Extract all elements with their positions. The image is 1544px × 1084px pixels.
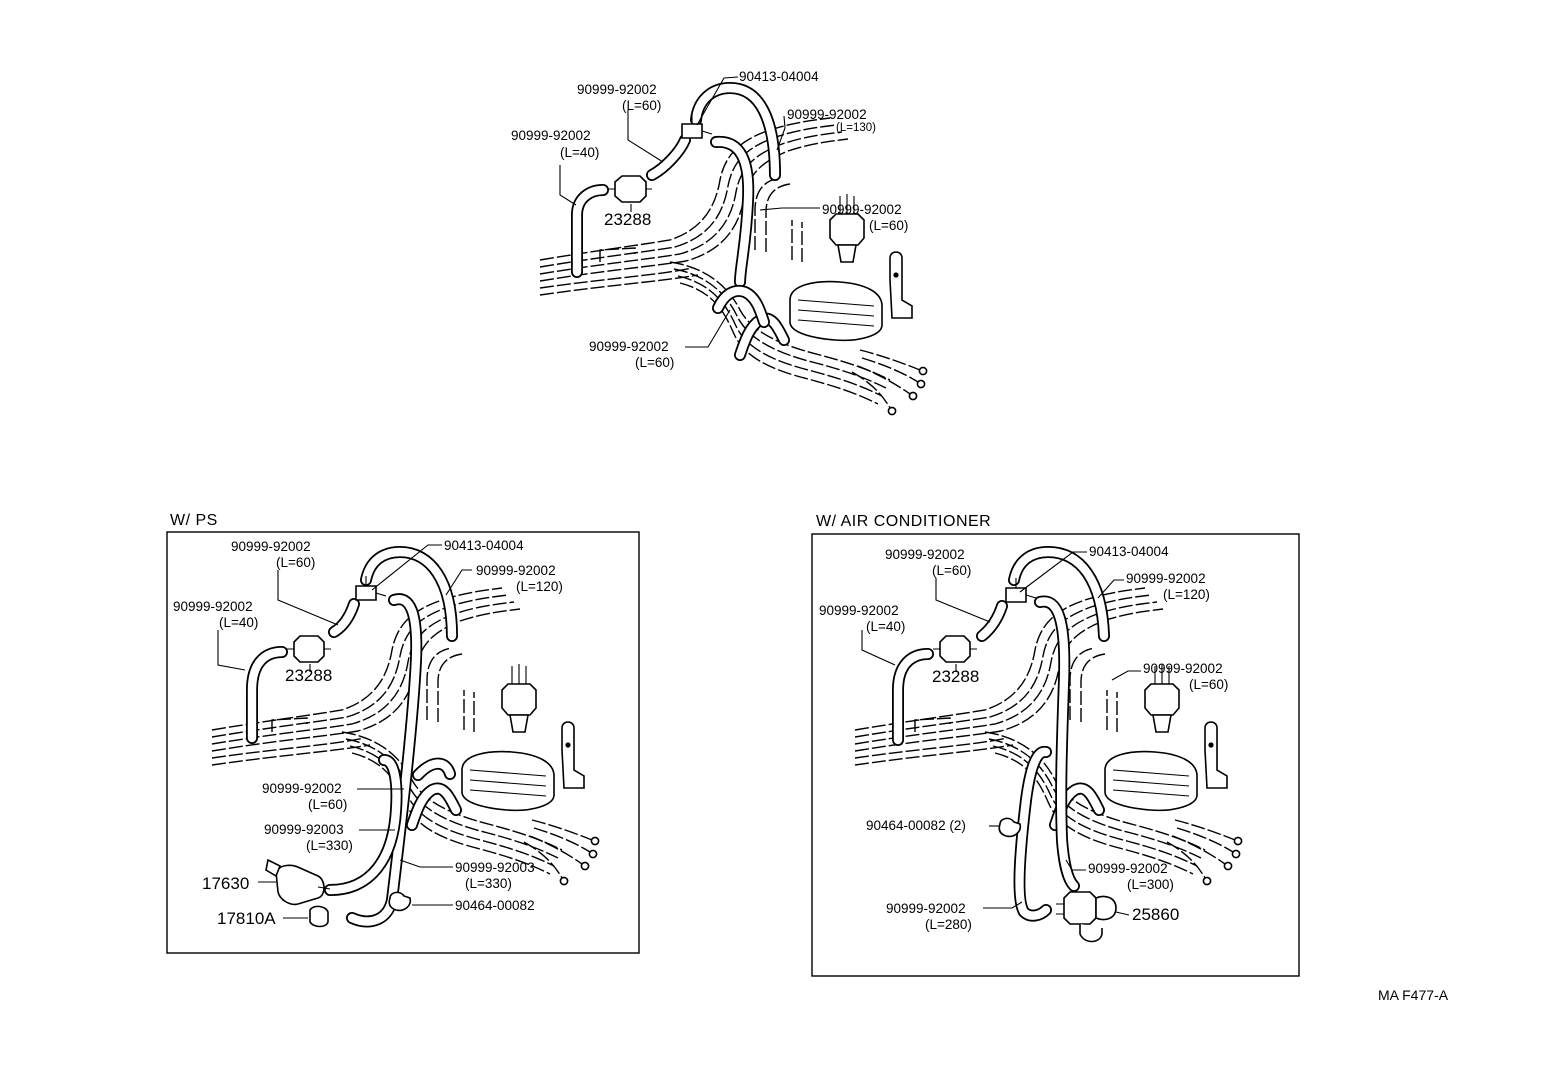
label-length: (L=330) bbox=[306, 838, 353, 853]
label-part-number: 90999-92002 bbox=[476, 563, 556, 578]
label-part-number: 90999-92002 bbox=[886, 901, 966, 916]
label-length: (L=280) bbox=[925, 917, 972, 932]
label-length: (L=60) bbox=[1189, 677, 1228, 692]
label-part-number: 90999-92002 bbox=[1126, 571, 1206, 586]
label-90413-04004: 90413-04004 bbox=[739, 69, 819, 84]
label-length: (L=60) bbox=[869, 218, 908, 233]
label-length: (L=300) bbox=[1127, 877, 1174, 892]
label-length: (L=130) bbox=[836, 122, 876, 134]
panel-w-ps: W/ PS bbox=[166, 512, 640, 954]
label-part-number: 90999-92002 bbox=[1088, 861, 1168, 876]
vacuum-filter bbox=[933, 635, 977, 663]
label-length: (L=330) bbox=[465, 876, 512, 891]
label-length: (L=120) bbox=[516, 579, 563, 594]
label-part-number: 90999-92002 bbox=[173, 599, 253, 614]
label-25860: 25860 bbox=[1132, 905, 1179, 924]
hose-clamp bbox=[388, 891, 412, 912]
label-part-number: 90999-92002 bbox=[885, 547, 965, 562]
label-length: (L=40) bbox=[219, 615, 258, 630]
label-23288: 23288 bbox=[932, 667, 979, 686]
label-part-number: 90999-92002 bbox=[1143, 661, 1223, 676]
label-90413-04004: 90413-04004 bbox=[1089, 544, 1169, 559]
label-part-number: 90999-92002 bbox=[511, 128, 591, 143]
panel-frame bbox=[811, 533, 1300, 977]
vacuum-filter bbox=[608, 175, 652, 203]
label-part-number: 90999-92003 bbox=[264, 822, 344, 837]
label-length: (L=40) bbox=[866, 619, 905, 634]
reference-code: MA F477-A bbox=[1378, 987, 1449, 1003]
hose-clamp bbox=[998, 817, 1022, 838]
engine-harness-assembly bbox=[540, 118, 927, 415]
label-23288: 23288 bbox=[604, 210, 651, 229]
label-part-number: 90999-92002 bbox=[589, 339, 669, 354]
label-90413-04004: 90413-04004 bbox=[444, 538, 524, 553]
label-part-number: 90999-92002 bbox=[787, 107, 867, 122]
label-23288: 23288 bbox=[285, 666, 332, 685]
label-90464-00082: 90464-00082 bbox=[455, 898, 535, 913]
label-part-number: 90999-92002 bbox=[822, 202, 902, 217]
label-part-number: 90999-92003 bbox=[455, 860, 535, 875]
label-length: (L=60) bbox=[276, 555, 315, 570]
label-17810A: 17810A bbox=[217, 909, 276, 928]
label-length: (L=40) bbox=[560, 145, 599, 160]
vacuum-switching-valve-25860 bbox=[1056, 891, 1117, 943]
label-part-number: 90999-92002 bbox=[819, 603, 899, 618]
label-part-number: 90999-92002 bbox=[577, 82, 657, 97]
label-17630: 17630 bbox=[202, 874, 249, 893]
label-length: (L=60) bbox=[308, 797, 347, 812]
three-way-connector bbox=[681, 114, 713, 139]
panel-frame bbox=[166, 531, 640, 954]
diagram-top: 90413-04004 90999-92002 (L=60) 90999-920… bbox=[511, 69, 927, 415]
vacuum-filter bbox=[287, 635, 331, 663]
three-way-connector bbox=[355, 576, 387, 601]
check-valve-17810A bbox=[309, 905, 329, 928]
label-length: (L=60) bbox=[932, 563, 971, 578]
panel-title-w-air-conditioner: W/ AIR CONDITIONER bbox=[816, 513, 991, 530]
engine-harness-assembly bbox=[855, 588, 1242, 885]
panel-w-air-conditioner: W/ AIR CONDITIONER bbox=[811, 513, 1300, 977]
label-part-number: 90999-92002 bbox=[231, 539, 311, 554]
panel-title-w-ps: W/ PS bbox=[170, 512, 218, 529]
label-length: (L=120) bbox=[1163, 587, 1210, 602]
label-part-number: 90999-92002 bbox=[262, 781, 342, 796]
label-length: (L=60) bbox=[622, 98, 661, 113]
label-length: (L=60) bbox=[635, 355, 674, 370]
vacuum-tank-17630 bbox=[265, 858, 331, 906]
label-90464-00082: 90464-00082 (2) bbox=[866, 818, 966, 833]
